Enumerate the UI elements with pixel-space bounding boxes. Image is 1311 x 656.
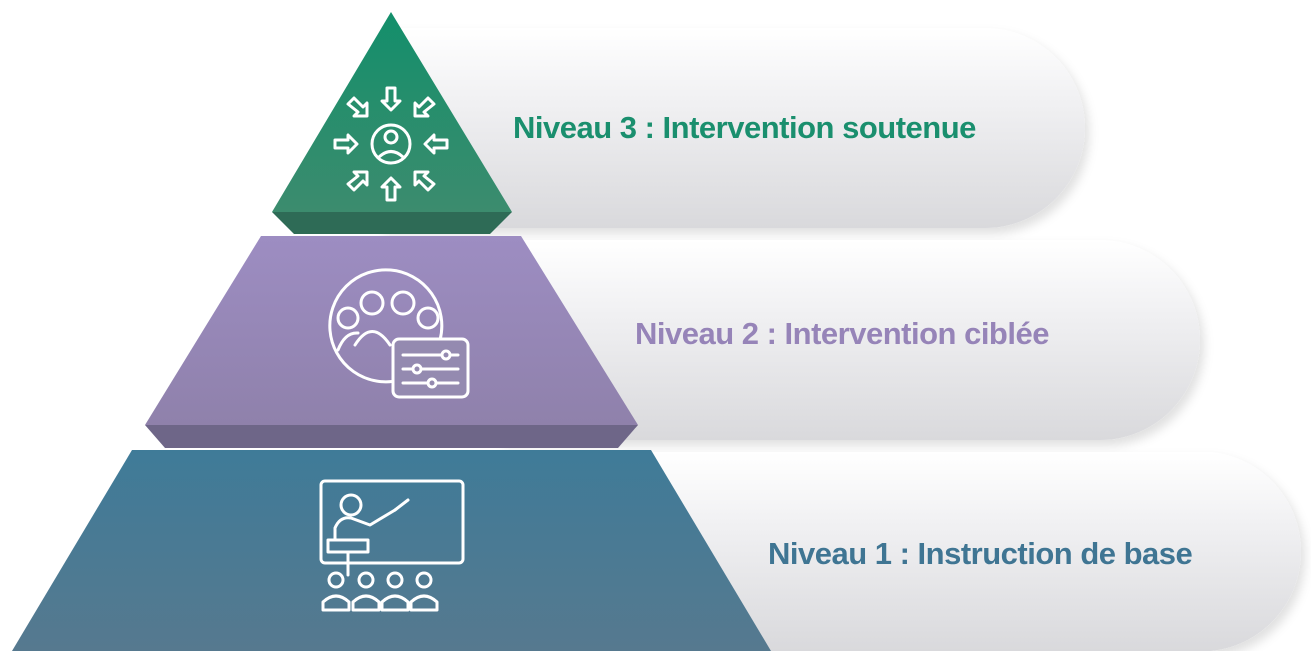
pill-level-2: [500, 240, 1200, 440]
pill-level-1: [620, 452, 1302, 651]
tier-3: [272, 12, 512, 234]
level-2-label: Niveau 2 : Intervention ciblée: [635, 316, 1049, 351]
tier-2: [145, 236, 638, 448]
level-3-label: Niveau 3 : Intervention soutenue: [513, 110, 976, 145]
tier-1: [12, 450, 771, 651]
person-arrows-inward-icon: [333, 86, 449, 202]
level-1-label: Niveau 1 : Instruction de base: [768, 536, 1193, 571]
teacher-classroom-icon: [319, 479, 465, 612]
pill-level-3: [380, 28, 1085, 228]
group-sliders-icon: [328, 268, 470, 399]
